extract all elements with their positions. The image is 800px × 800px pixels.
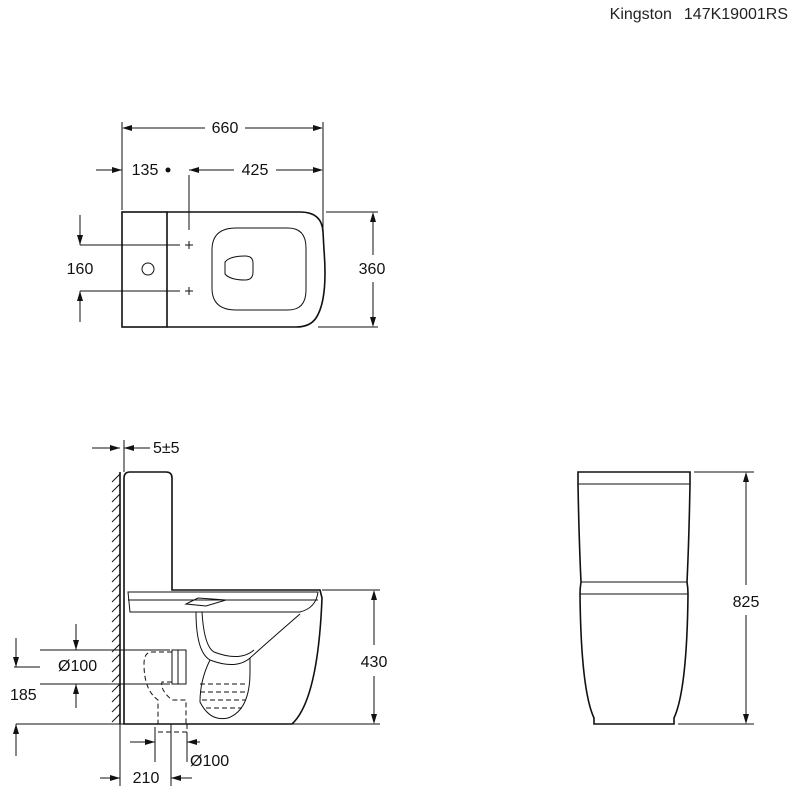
horizontal-outlet-spigot	[171, 649, 187, 685]
top-view: 660 135 425 160 360	[67, 120, 386, 328]
cistern-outline	[121, 211, 168, 328]
dim-overall-width: 660	[212, 120, 239, 137]
dim-vertical-outlet-diameter: Ø100	[190, 753, 229, 770]
dim-left-offset: 135	[132, 162, 159, 179]
fixing-hole-marker	[165, 167, 171, 173]
seat-hinge-outline	[224, 255, 254, 281]
fixing-point-lower	[185, 287, 193, 295]
model-number: 147K19001RS	[683, 6, 788, 23]
seat-side	[127, 591, 319, 613]
bowl-interior-upper	[195, 611, 301, 665]
seat-hinge-side	[184, 597, 227, 607]
seat-outline	[211, 227, 307, 311]
wall-hatching	[111, 473, 121, 723]
brand-name: Kingston	[609, 6, 672, 23]
dim-hole-to-front: 425	[242, 162, 269, 179]
dim-total-height: 825	[733, 594, 760, 611]
dim-wall-gap: 5±5	[153, 440, 180, 457]
dim-seat-height: 430	[361, 654, 388, 671]
s-trap-outer	[143, 651, 172, 724]
drawing-title: Kingston 147K19001RS	[610, 6, 788, 24]
front-view: 825	[577, 471, 760, 725]
water-level	[200, 683, 248, 709]
side-view: 5±5 430 Ø100 185 Ø100	[10, 440, 387, 787]
bowl-outline	[167, 211, 326, 328]
bowl-interior-lower	[199, 658, 251, 720]
dim-outlet-setout: 210	[133, 770, 160, 787]
fixing-point-upper	[185, 241, 193, 249]
toilet-side-outline	[123, 471, 323, 725]
dim-depth: 360	[359, 261, 386, 278]
dim-horizontal-outlet-diameter: Ø100	[58, 658, 97, 675]
toilet-front-outline	[577, 471, 691, 725]
dim-outlet-height: 185	[10, 687, 37, 704]
dim-fixing-spacing: 160	[67, 261, 94, 278]
s-trap-inner	[161, 681, 187, 724]
flush-button-icon	[141, 262, 155, 276]
